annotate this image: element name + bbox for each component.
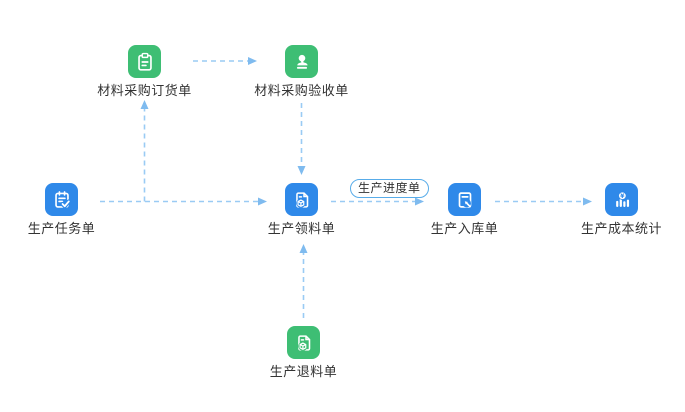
- document-box-icon: [285, 183, 318, 216]
- node-label: 材料采购订货单: [97, 83, 192, 98]
- node-production-inbound[interactable]: 生产入库单: [410, 183, 520, 235]
- svg-text:¥: ¥: [620, 192, 625, 199]
- document-inbound-arrow-icon: [448, 183, 481, 216]
- edge-label-production-progress[interactable]: 生产进度单: [350, 179, 429, 198]
- node-label: 生产领料单: [267, 221, 336, 236]
- node-label: 生产任务单: [27, 221, 96, 236]
- clipboard-order-icon: [128, 45, 161, 78]
- node-production-cost-stats[interactable]: ¥ 生产成本统计: [567, 183, 677, 235]
- node-label: 生产入库单: [430, 221, 499, 236]
- task-list-icon: [45, 183, 78, 216]
- node-material-purchase-order[interactable]: 材料采购订货单: [90, 45, 200, 97]
- document-box-icon: [287, 326, 320, 359]
- node-label: 生产退料单: [269, 364, 338, 379]
- node-label: 材料采购验收单: [254, 83, 349, 98]
- stamp-icon: [285, 45, 318, 78]
- node-material-purchase-acceptance[interactable]: 材料采购验收单: [247, 45, 357, 97]
- node-label: 生产成本统计: [580, 221, 662, 236]
- node-production-return[interactable]: 生产退料单: [249, 326, 359, 378]
- node-production-picking[interactable]: 生产领料单: [247, 183, 357, 235]
- cost-bar-chart-icon: ¥: [605, 183, 638, 216]
- node-production-task[interactable]: 生产任务单: [7, 183, 117, 235]
